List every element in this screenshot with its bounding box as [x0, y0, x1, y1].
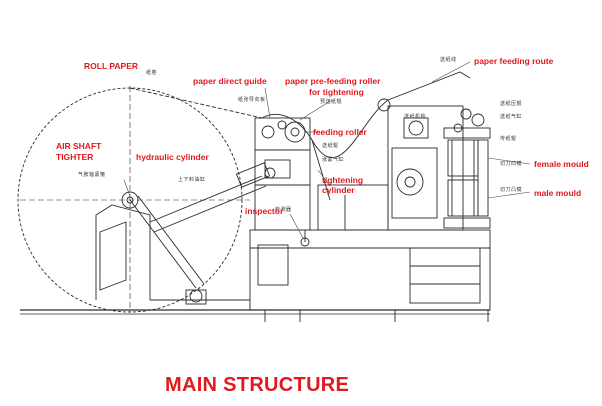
label-feeding-roller: feeding roller	[313, 127, 367, 137]
label-air-shaft-line2: TIGHTER	[56, 152, 94, 162]
label-tightening-cylinder-line1: tightening	[322, 175, 364, 185]
main-frame	[249, 229, 491, 311]
note-glyph: 涨紧气缸	[322, 157, 345, 163]
label-inspector: inspector	[245, 206, 284, 216]
diagram-title: MAIN STRUCTURE	[165, 374, 350, 396]
label-paper-feeding-route: paper feeding route	[474, 56, 554, 66]
note-glyph: 纸张导向板	[238, 97, 266, 103]
feeding-tower	[254, 117, 311, 231]
hydraulic-cylinder	[149, 162, 276, 233]
note-glyph: 检测器	[275, 207, 292, 213]
label-pre-feeding-roller-line2: for tightening	[309, 87, 364, 97]
note-glyph: 预送纸辊	[320, 99, 343, 105]
note-glyph: 送纸线	[440, 57, 457, 63]
roll-support-frame	[95, 204, 151, 300]
note-glyph: 上下料油缸	[178, 177, 206, 183]
note-glyph: 传纸辊	[500, 136, 517, 142]
label-air-shaft-line1: AIR SHAFT	[56, 141, 102, 151]
note-glyph: 纸卷	[146, 70, 158, 76]
label-tightening-cylinder-line2: cylinder	[322, 185, 355, 195]
label-female-mould: female mould	[534, 159, 589, 169]
die-press-frame	[387, 105, 464, 231]
note-glyph: 气胀轴紧箍	[78, 172, 106, 178]
note-glyph: 切刀凸模	[500, 187, 523, 193]
label-paper-direct-guide: paper direct guide	[193, 76, 267, 86]
main-drive-wheel	[396, 168, 424, 196]
note-glyph: 送纸气缸	[500, 114, 523, 120]
label-roll-paper: ROLL PAPER	[84, 61, 138, 71]
label-pre-feeding-roller-line1: paper pre-feeding roller	[285, 76, 381, 86]
label-male-mould: male mould	[534, 188, 582, 198]
note-glyph: 送纸机构	[404, 114, 427, 120]
note-glyph: 切刀凹模	[500, 161, 523, 167]
note-glyph: 送纸辊	[322, 143, 339, 149]
feeding-roller	[284, 121, 306, 143]
label-hydraulic-cylinder: hydraulic cylinder	[136, 152, 209, 162]
note-glyph: 送纸压辊	[500, 101, 523, 107]
